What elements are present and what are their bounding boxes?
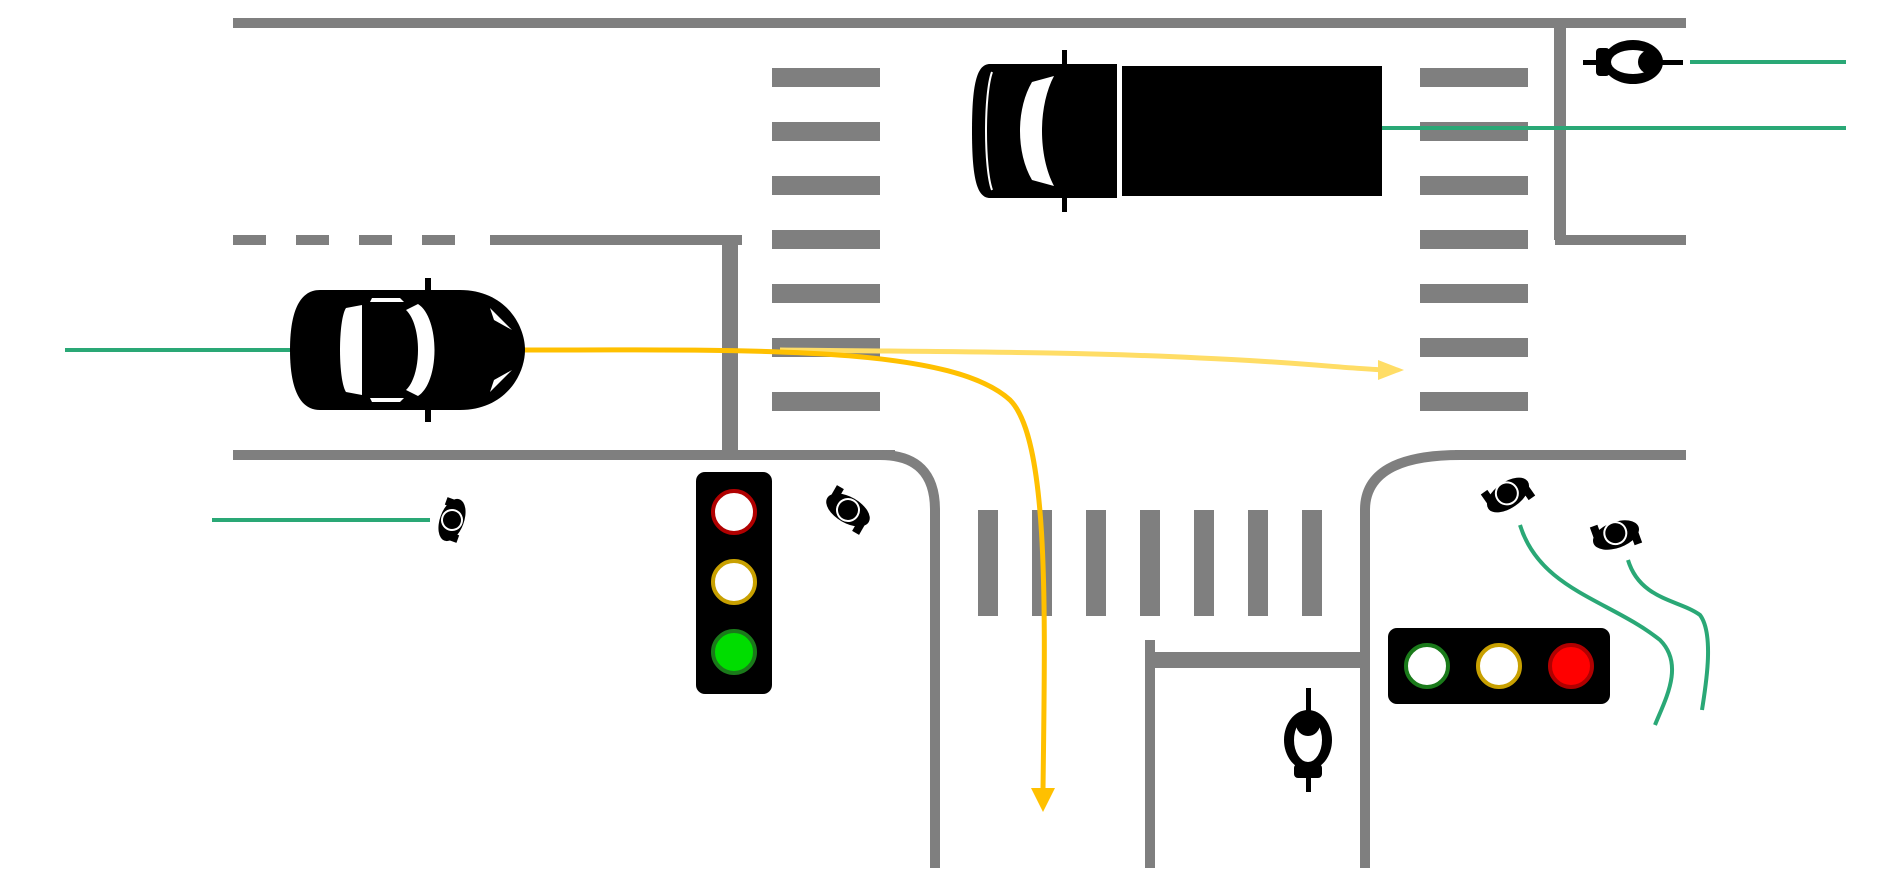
traffic-light-horizontal	[1388, 628, 1610, 704]
road-markings	[233, 18, 1686, 868]
car-path-turn	[522, 347, 1047, 791]
curb-southeast	[1360, 450, 1461, 868]
car-path-straight	[779, 347, 1391, 373]
crosswalk-east	[1420, 68, 1528, 411]
car-paths	[522, 347, 1404, 812]
truck-icon	[972, 50, 1382, 212]
arrowhead-straight	[1378, 360, 1404, 380]
tracks	[65, 60, 1846, 726]
pedestrian-icon	[826, 485, 870, 535]
lamp-red-on	[1548, 643, 1594, 689]
lamp-yellow-off	[1476, 643, 1522, 689]
car-icon	[290, 278, 525, 422]
curb-southwest	[879, 450, 940, 868]
lamp-yellow-off	[711, 559, 757, 605]
lamp-green-on	[711, 629, 757, 675]
crosswalk-south	[978, 510, 1322, 616]
crosswalk-west	[772, 68, 880, 411]
track-pedestrian-se-2	[1626, 559, 1710, 711]
pedestrian-icon	[1480, 477, 1536, 513]
cyclist-icon	[1284, 688, 1332, 792]
pedestrian-icon	[438, 497, 466, 543]
track-pedestrian-se-1	[1518, 524, 1675, 726]
arrowhead-turn	[1031, 788, 1055, 812]
pedestrian-icon	[1589, 520, 1643, 550]
lamp-red-off	[711, 489, 757, 535]
cyclist-icon	[1583, 40, 1683, 84]
traffic-light-vertical	[696, 472, 772, 694]
lamp-green-off	[1404, 643, 1450, 689]
